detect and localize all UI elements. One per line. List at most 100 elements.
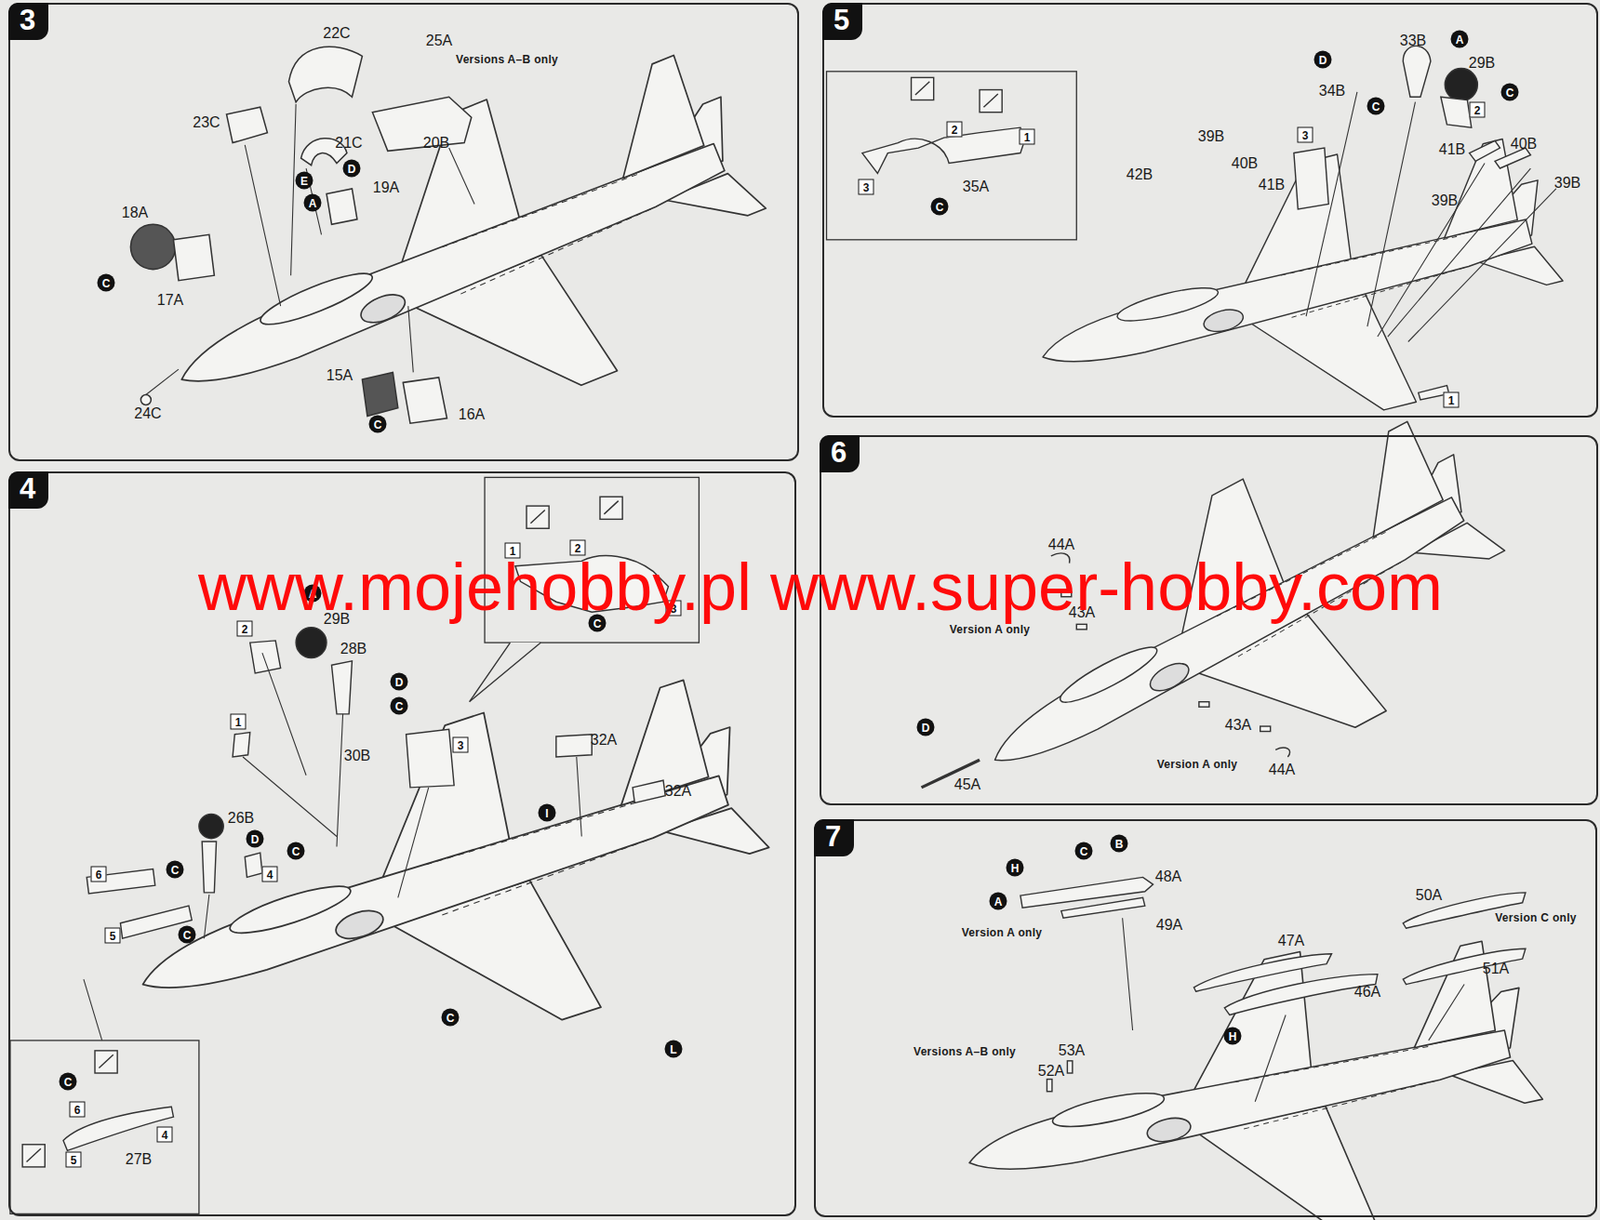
version-note: Versions A–B only bbox=[913, 1046, 1016, 1058]
sub-part-number: 2 bbox=[946, 121, 963, 138]
reference-letter: C bbox=[441, 1009, 460, 1027]
sub-part-number: 6 bbox=[69, 1102, 86, 1119]
reference-letter: H bbox=[1224, 1027, 1242, 1046]
reference-letter: H bbox=[1006, 859, 1025, 878]
aircraft-drawing bbox=[1012, 108, 1583, 488]
part-number: 19A bbox=[373, 180, 400, 196]
reference-letter: C bbox=[369, 415, 387, 434]
reference-letter: D bbox=[343, 160, 361, 178]
part-number: 28B bbox=[340, 641, 367, 657]
sub-part-number: 4 bbox=[157, 1127, 174, 1144]
part-number: 32A bbox=[665, 784, 692, 800]
part-number: 24C bbox=[133, 406, 161, 422]
reference-letter: D bbox=[917, 719, 935, 737]
sub-part-number: 1 bbox=[230, 714, 247, 731]
part-number: 40B bbox=[1510, 136, 1537, 152]
step-tab: 6 bbox=[819, 435, 860, 473]
part-number: 46A bbox=[1354, 985, 1381, 1000]
reference-letter: C bbox=[166, 861, 185, 880]
part-number: 35A bbox=[962, 179, 989, 195]
part-number: 16A bbox=[458, 407, 485, 423]
reference-letter: C bbox=[931, 198, 949, 216]
parts bbox=[1293, 45, 1531, 400]
reference-letter: L bbox=[665, 1040, 683, 1059]
sub-part-number: 3 bbox=[1297, 127, 1314, 144]
reference-letter: C bbox=[97, 274, 116, 293]
sub-part-number: 1 bbox=[1443, 392, 1460, 409]
part-number: 29B bbox=[1468, 55, 1495, 71]
part-number: 18A bbox=[121, 205, 148, 221]
step-number: 5 bbox=[833, 3, 850, 37]
reference-letter: A bbox=[1451, 30, 1469, 49]
step-tab: 5 bbox=[822, 2, 863, 40]
reference-letter: C bbox=[287, 842, 306, 861]
leader-lines bbox=[203, 653, 582, 939]
sub-part-number: 5 bbox=[66, 1152, 82, 1169]
sub-part-number: 2 bbox=[237, 621, 254, 638]
sub-part-number: 6 bbox=[91, 866, 107, 883]
part-number: 30B bbox=[344, 748, 371, 764]
reference-letter: A bbox=[989, 893, 1008, 911]
part-number: 44A bbox=[1048, 537, 1075, 553]
version-note: Version A only bbox=[961, 927, 1043, 939]
sub-part-number: 3 bbox=[453, 737, 469, 754]
part-number: 26B bbox=[227, 811, 254, 827]
part-number: 52A bbox=[1038, 1064, 1065, 1080]
reference-letter: C bbox=[1075, 842, 1094, 861]
step-tab: 4 bbox=[8, 471, 49, 509]
reference-letter: A bbox=[304, 194, 322, 213]
step-panel: 7 bbox=[813, 819, 1598, 1218]
part-number: 49A bbox=[1156, 918, 1183, 934]
reference-letter: C bbox=[59, 1073, 78, 1092]
part-number: 17A bbox=[157, 293, 184, 308]
inset-parts bbox=[22, 1051, 174, 1168]
inset-parts bbox=[862, 77, 1027, 174]
part-number: 15A bbox=[326, 368, 353, 384]
part-number: 22C bbox=[322, 26, 350, 41]
reference-letter: C bbox=[178, 926, 197, 945]
parts bbox=[86, 627, 666, 940]
part-number: 50A bbox=[1415, 888, 1442, 904]
parts bbox=[1020, 877, 1526, 1092]
part-number: 34B bbox=[1319, 83, 1346, 99]
reference-letter: C bbox=[390, 697, 409, 716]
reference-letter: C bbox=[1367, 97, 1386, 116]
part-number: 20B bbox=[423, 135, 450, 151]
reference-letter: C bbox=[1501, 83, 1520, 102]
part-number: 48A bbox=[1155, 869, 1182, 885]
watermark: www.mojehobby.pl www.super-hobby.com bbox=[198, 553, 1443, 621]
reference-letter: E bbox=[295, 172, 314, 190]
part-number: 45A bbox=[954, 777, 981, 793]
inset-frame bbox=[10, 1040, 200, 1214]
inset-pointer bbox=[83, 979, 103, 1041]
reference-letter: I bbox=[538, 804, 557, 823]
step-tab: 7 bbox=[813, 819, 854, 857]
reference-letter: D bbox=[390, 673, 409, 692]
part-number: 33B bbox=[1400, 33, 1427, 49]
leader-lines bbox=[1122, 918, 1465, 1102]
part-number: 40B bbox=[1231, 156, 1258, 172]
leader-lines bbox=[146, 104, 475, 396]
aircraft-drawing bbox=[95, 641, 800, 1140]
version-note: Version C only bbox=[1494, 912, 1577, 924]
aircraft-drawing bbox=[933, 386, 1546, 885]
part-number: 51A bbox=[1482, 961, 1509, 977]
reference-letter: D bbox=[246, 830, 265, 849]
sub-part-number: 5 bbox=[105, 928, 121, 945]
part-number: 27B bbox=[125, 1152, 152, 1168]
aircraft-drawing bbox=[127, 17, 802, 524]
part-number: 42B bbox=[1126, 167, 1153, 183]
sub-part-number: 4 bbox=[262, 866, 279, 883]
version-note: Version A only bbox=[949, 624, 1031, 636]
aircraft-drawing bbox=[940, 908, 1561, 1220]
step-number: 4 bbox=[19, 472, 36, 506]
part-number: 41B bbox=[1258, 177, 1285, 193]
part-number: 41B bbox=[1439, 142, 1466, 158]
part-number: 44A bbox=[1268, 762, 1295, 778]
part-number: 25A bbox=[426, 33, 453, 49]
part-number: 47A bbox=[1278, 933, 1305, 949]
step-number: 3 bbox=[19, 3, 36, 37]
reference-letter: D bbox=[1314, 51, 1333, 69]
version-note: Versions A–B only bbox=[455, 53, 559, 66]
step-number: 7 bbox=[825, 820, 841, 854]
